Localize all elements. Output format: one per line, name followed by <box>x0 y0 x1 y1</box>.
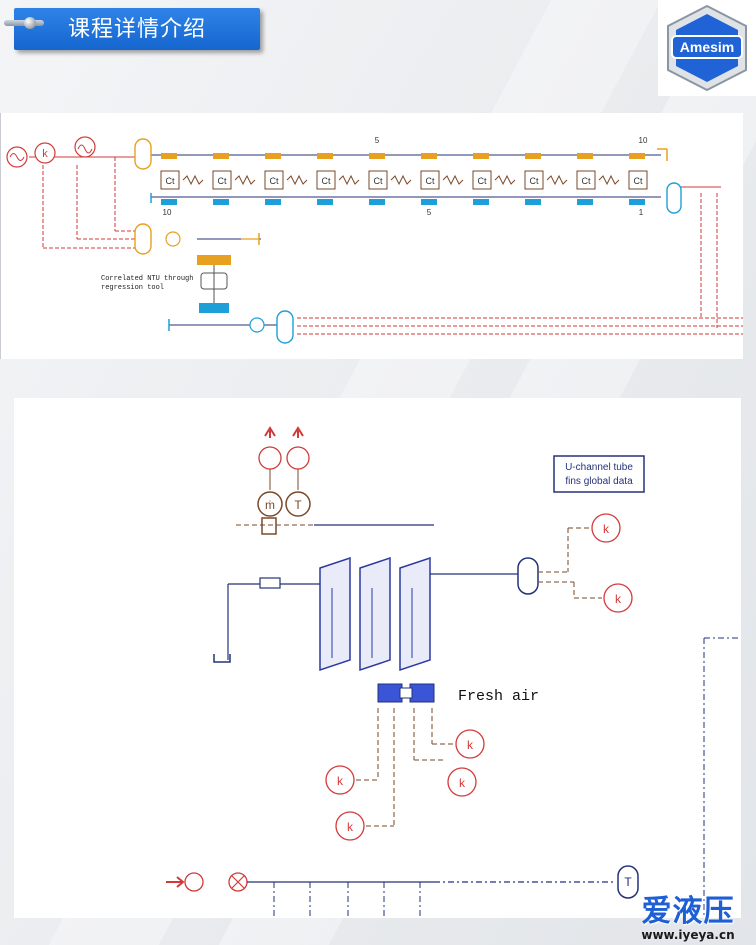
cell-label: Ct <box>166 176 175 186</box>
cell-index-label: 5 <box>427 208 432 217</box>
constant-label: k <box>615 592 622 606</box>
section-title: 课程详情介绍 <box>67 16 206 41</box>
cell-label: Ct <box>530 176 539 186</box>
constant-label: k <box>603 522 610 536</box>
temperature-sensor-label: T <box>294 498 302 512</box>
note-line-2: fins global data <box>565 476 633 487</box>
constant-label: k <box>337 774 344 788</box>
section-title-tab: 课程详情介绍 <box>14 8 260 50</box>
mass-flow-sensor-label: ṁ <box>265 498 275 512</box>
cell-label: Ct <box>218 176 227 186</box>
cell-label: Ct <box>478 176 487 186</box>
cell-label: Ct <box>582 176 591 186</box>
site-watermark: 爱液压 www.iyeya.cn <box>620 886 756 945</box>
amesim-logo: Amesim <box>658 0 756 96</box>
cell-label: Ct <box>270 176 279 186</box>
pin-knob-icon <box>24 17 36 29</box>
cell-label: Ct <box>634 176 643 186</box>
fresh-air-label: Fresh air <box>458 688 539 705</box>
bottom-temperature-sensor-label: T <box>624 875 632 889</box>
watermark-brand: 爱液压 <box>641 894 735 929</box>
cell-index-label: 10 <box>163 208 172 217</box>
constant-label: k <box>347 820 354 834</box>
cell-chain: Ct Ct Ct Ct Ct Ct Ct Ct Ct Ct <box>160 153 648 205</box>
cell-index-label: 5 <box>375 136 380 145</box>
u-channel-heat-exchanger-diagram: ṁ T U-channel tube fins global data <box>14 398 741 918</box>
annotation-line-2: regression tool <box>101 284 164 292</box>
logo-text: Amesim <box>680 39 734 55</box>
gain-label: k <box>42 148 48 160</box>
watermark-url: www.iyeya.cn <box>641 928 735 942</box>
cell-label: Ct <box>322 176 331 186</box>
constant-label: k <box>467 738 474 752</box>
cell-label: Ct <box>374 176 383 186</box>
cell-label: Ct <box>426 176 435 186</box>
note-line-1: U-channel tube <box>565 462 633 473</box>
heat-exchanger-discretized-diagram: k Ct Ct Ct Ct Ct Ct Ct Ct Ct Ct <box>0 113 743 359</box>
cell-index-label: 1 <box>639 208 644 217</box>
annotation-line-1: Correlated NTU through <box>101 275 193 283</box>
constant-label: k <box>459 776 466 790</box>
cell-index-label: 10 <box>639 136 648 145</box>
heat-exchanger-core <box>319 556 431 672</box>
